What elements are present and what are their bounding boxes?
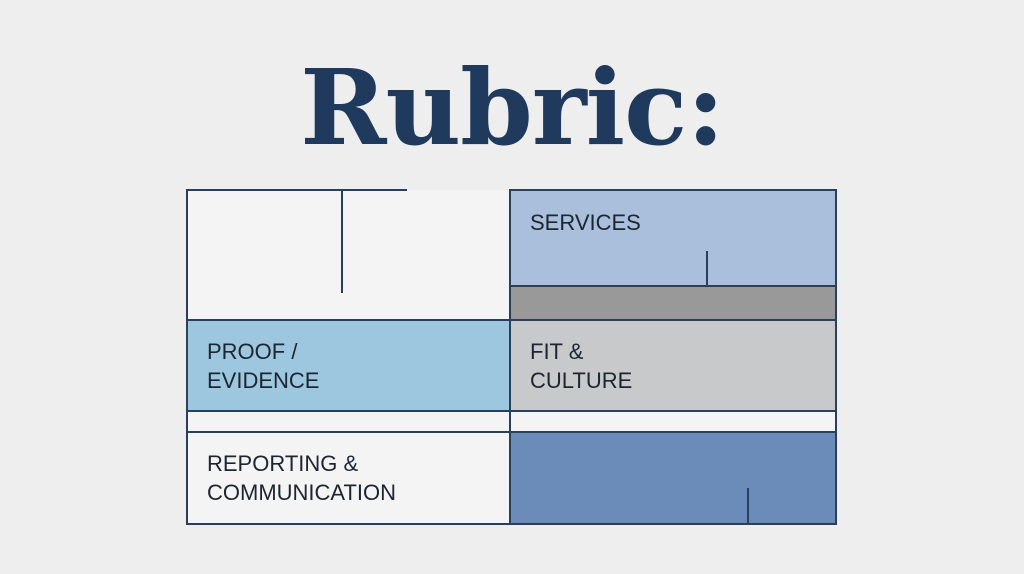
rubric-title: Rubric: <box>300 46 725 169</box>
grid-line <box>509 189 837 191</box>
grid-line <box>509 189 511 525</box>
empty-top-left-cell <box>187 190 510 320</box>
proof-evidence-cell: PROOF / EVIDENCE <box>187 320 510 411</box>
grid-line <box>186 189 407 191</box>
grid-line <box>186 431 837 433</box>
services-label: SERVICES <box>530 210 641 235</box>
grid-line <box>835 189 837 525</box>
grid-line <box>510 285 836 287</box>
reporting-communication-label: REPORTING & COMMUNICATION <box>207 451 397 505</box>
grid-line <box>186 189 188 525</box>
services-cell: SERVICES <box>510 190 836 286</box>
tick-mark <box>706 251 708 286</box>
grid-line <box>186 410 837 412</box>
right-spacer-row <box>510 411 836 432</box>
proof-evidence-label: PROOF / EVIDENCE <box>207 339 320 393</box>
grid-line <box>186 319 837 321</box>
gray-band <box>510 286 836 320</box>
reporting-communication-cell: REPORTING & COMMUNICATION <box>187 432 510 524</box>
grid-line <box>186 523 837 525</box>
bottom-right-cell <box>510 432 836 524</box>
fit-culture-label: FIT & CULTURE <box>530 339 633 393</box>
tick-mark <box>341 190 343 293</box>
left-spacer-row <box>187 411 510 432</box>
fit-culture-cell: FIT & CULTURE <box>510 320 836 411</box>
tick-mark <box>747 488 749 524</box>
